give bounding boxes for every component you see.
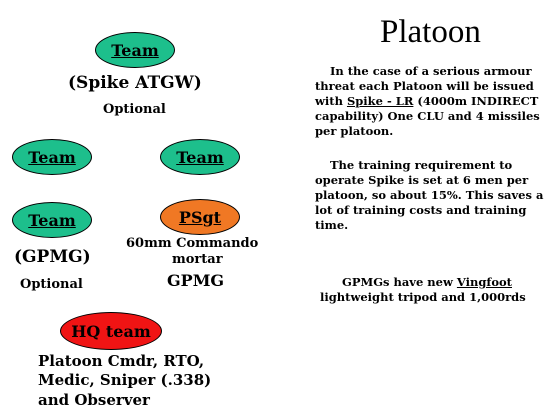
team-gpmg-label: Team — [28, 210, 76, 230]
spike-optional: Optional — [103, 102, 166, 117]
gpmg-optional: Optional — [20, 277, 83, 292]
psgt-oval: PSgt — [160, 199, 240, 235]
spike-description: (Spike ATGW) — [68, 73, 202, 93]
spike-lr-link: Spike - LR — [346, 94, 414, 108]
team-right-oval: Team — [160, 139, 240, 175]
vingfoot-link: Vingfoot — [456, 275, 512, 289]
spike-paragraph-text-b: (4000m INDIRECT capability) One CLU and … — [315, 94, 540, 138]
gpmg-description: (GPMG) — [14, 247, 91, 267]
psgt-description-line1: 60mm Commando — [126, 236, 259, 251]
hq-description-line1: Platoon Cmdr, RTO, — [38, 352, 205, 370]
hq-team-label: HQ team — [71, 321, 151, 341]
hq-description-line3: and Observer — [38, 391, 150, 409]
training-paragraph-text: The training requirement to operate Spik… — [315, 158, 544, 232]
training-paragraph: The training requirement to operate Spik… — [315, 158, 545, 233]
psgt-gpmg: GPMG — [167, 271, 225, 290]
team-spike-label: Team — [111, 40, 159, 60]
team-gpmg-oval: Team — [12, 202, 92, 238]
gpmg-paragraph-text-b: lightweight tripod and 1,000rds — [320, 290, 526, 304]
spike-paragraph: In the case of a serious armour threat e… — [315, 64, 540, 139]
hq-description-line2: Medic, Sniper (.338) — [38, 371, 212, 389]
team-left-oval: Team — [12, 139, 92, 175]
team-left-label: Team — [28, 147, 76, 167]
gpmg-paragraph-text-a: GPMGs have new — [342, 275, 457, 289]
hq-team-oval: HQ team — [60, 312, 162, 350]
spike-paragraph-text-a: In the case of a serious armour threat e… — [315, 64, 534, 108]
psgt-description-line2: mortar — [172, 252, 223, 267]
gpmg-paragraph: GPMGs have new Vingfoot lightweight trip… — [320, 275, 535, 305]
team-spike-oval: Team — [95, 32, 175, 68]
team-right-label: Team — [176, 147, 224, 167]
psgt-label: PSgt — [178, 207, 222, 227]
page-title: Platoon — [380, 14, 481, 50]
